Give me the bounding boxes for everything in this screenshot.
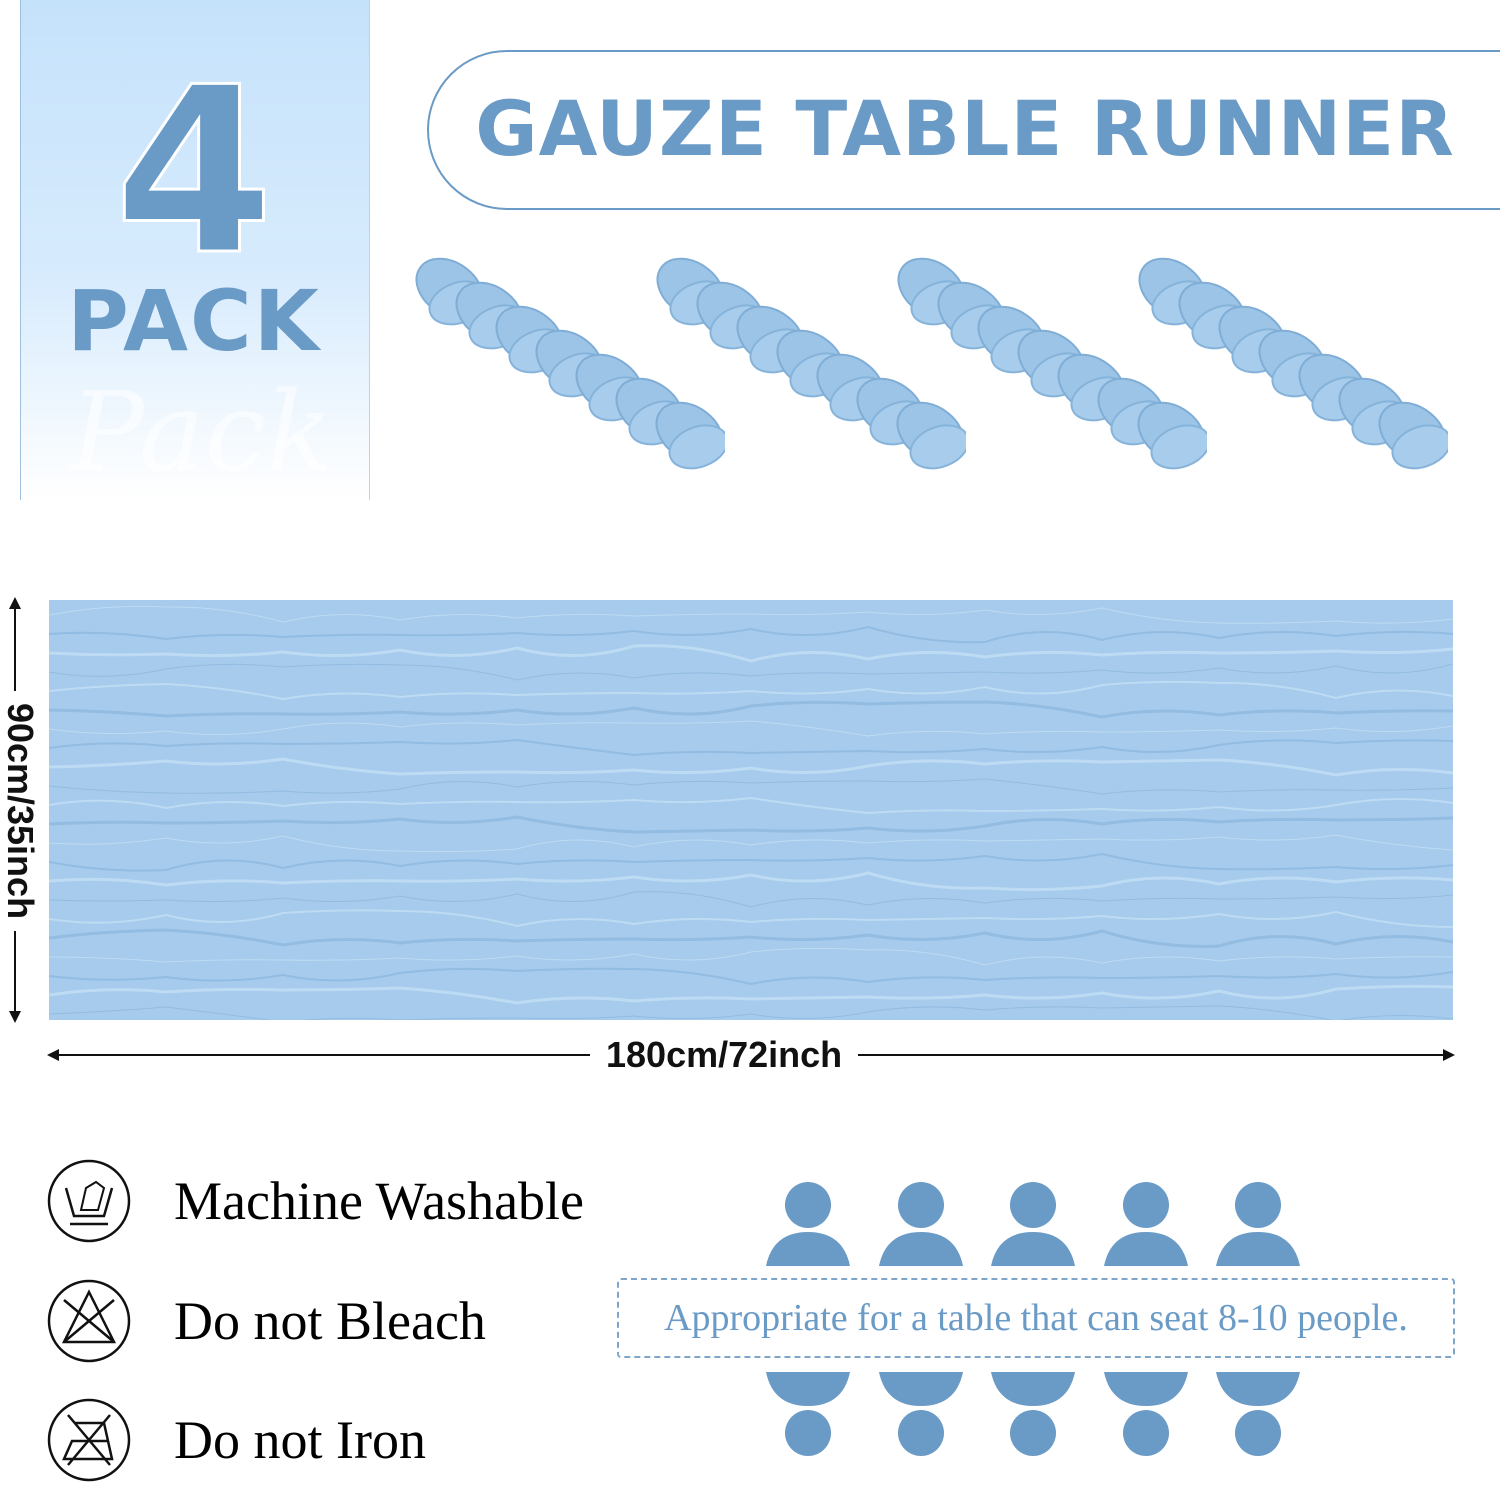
care-label: Do not Iron [174, 1410, 426, 1470]
height-dimension: 90cm/35inch [0, 691, 41, 931]
no-iron-icon [47, 1398, 131, 1482]
care-no-iron: Do not Iron [46, 1397, 426, 1483]
person-icon [1103, 1182, 1188, 1456]
rolled-runner-image [656, 257, 966, 470]
pack-badge-panel [20, 0, 370, 500]
person-icon [878, 1182, 963, 1456]
rolled-runner-image [415, 257, 725, 470]
care-machine-washable: Machine Washable [46, 1158, 584, 1244]
person-icon [766, 1182, 850, 1456]
rolled-runner-image [897, 257, 1207, 470]
width-dimension: 180cm/72inch [590, 1034, 859, 1076]
care-label: Do not Bleach [174, 1291, 486, 1351]
care-no-bleach: Do not Bleach [46, 1278, 486, 1364]
hand-wash-icon [47, 1159, 131, 1243]
person-icon [991, 1182, 1075, 1456]
product-title: GAUZE TABLE RUNNER [475, 84, 1455, 173]
pack-script-watermark: Pack [70, 368, 333, 496]
care-label: Machine Washable [174, 1171, 585, 1231]
seating-text: Appropriate for a table that can seat 8-… [664, 1297, 1408, 1339]
person-icon [1216, 1182, 1300, 1456]
pack-label: PACK [67, 272, 321, 370]
no-bleach-icon [47, 1279, 131, 1363]
title-banner [427, 50, 1500, 210]
rolled-runner-image [1138, 257, 1448, 470]
seating-info-box: Appropriate for a table that can seat 8-… [617, 1278, 1455, 1358]
pack-count: 4 [112, 39, 275, 306]
table-runner-image [49, 600, 1453, 1020]
